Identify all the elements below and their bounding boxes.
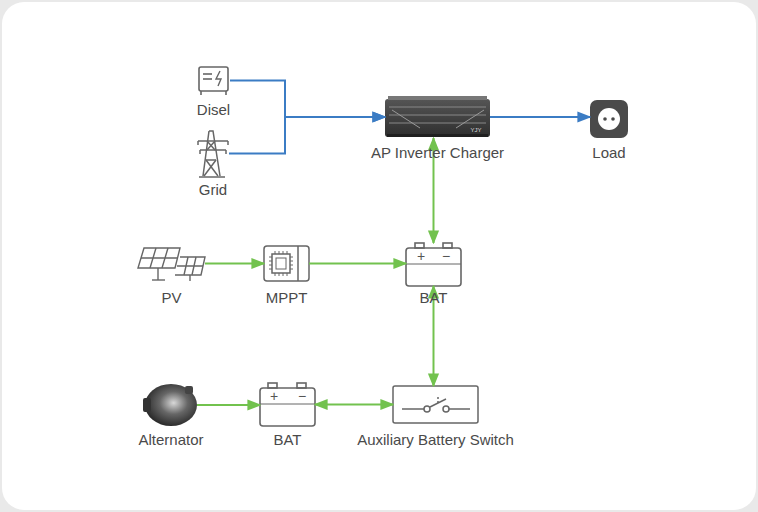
terminal-sign: + bbox=[417, 248, 425, 264]
terminal-sign: − bbox=[298, 388, 306, 404]
alternator-icon bbox=[143, 384, 197, 426]
alternator-node: Alternator bbox=[145, 384, 197, 426]
node-label: MPPT bbox=[266, 289, 308, 307]
solar-panel-icon bbox=[138, 248, 205, 281]
load-node: Load bbox=[590, 100, 628, 138]
connector bbox=[205, 263, 264, 265]
node-label: Auxiliary Battery Switch bbox=[357, 431, 514, 449]
node-label: Grid bbox=[199, 181, 227, 199]
brand-mark: YJY bbox=[470, 126, 481, 134]
terminal-sign: + bbox=[270, 388, 278, 404]
connector bbox=[197, 404, 260, 406]
switch-icon bbox=[393, 386, 478, 423]
socket-icon bbox=[590, 100, 628, 138]
node-label: PV bbox=[161, 289, 181, 307]
connector bbox=[230, 81, 385, 118]
diesel-node: Disel bbox=[197, 65, 230, 96]
node-label: BAT bbox=[273, 431, 301, 449]
battery-node: BAT bbox=[260, 383, 315, 426]
connector bbox=[490, 116, 590, 118]
terminal-sign: − bbox=[442, 248, 450, 264]
mppt-node: MPPT bbox=[264, 246, 309, 281]
battery-node: BAT bbox=[406, 243, 461, 286]
node-label: Alternator bbox=[138, 431, 203, 449]
battery-icon bbox=[406, 243, 461, 286]
connector bbox=[309, 263, 406, 265]
node-label: AP Inverter Charger bbox=[371, 144, 504, 162]
inverter-icon bbox=[385, 96, 490, 137]
battery-icon bbox=[260, 383, 315, 426]
mppt-icon bbox=[264, 246, 309, 281]
pv-node: PV bbox=[138, 246, 205, 281]
node-label: BAT bbox=[419, 289, 447, 307]
connector bbox=[229, 117, 385, 154]
node-label: Load bbox=[592, 144, 625, 162]
grid-tower-icon bbox=[198, 131, 228, 177]
switch-node: Auxiliary Battery Switch bbox=[393, 386, 478, 423]
connector bbox=[315, 404, 393, 406]
node-label: Disel bbox=[197, 101, 230, 119]
grid-node: Grid bbox=[197, 130, 229, 177]
diesel-icon bbox=[199, 67, 228, 95]
